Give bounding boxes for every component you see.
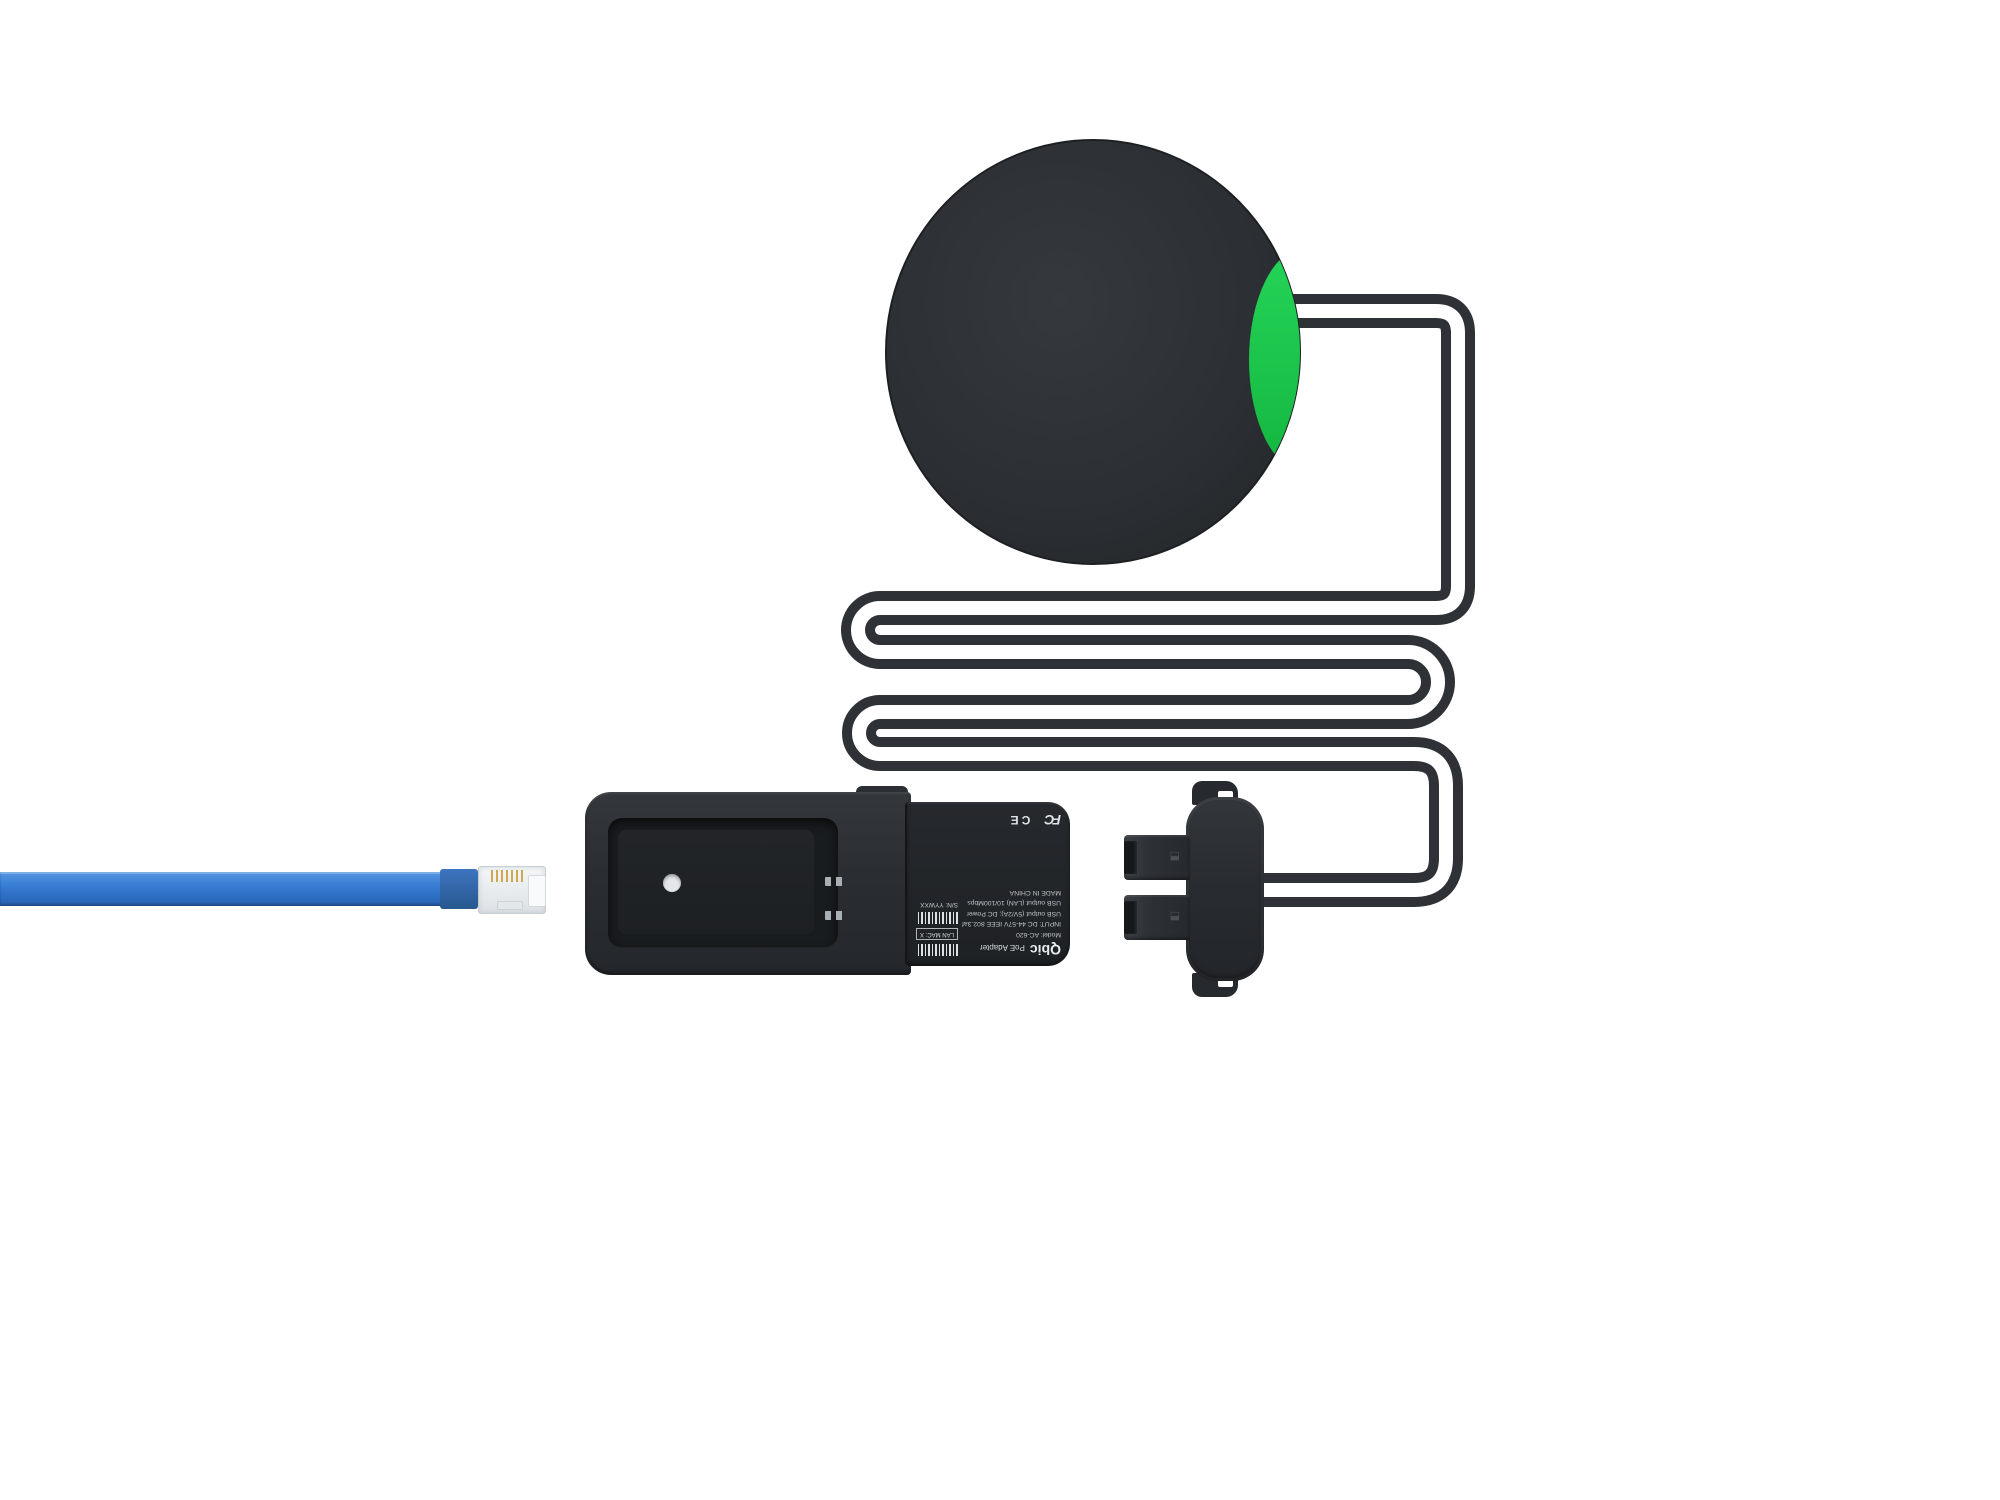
adapter-port-recess xyxy=(608,818,838,948)
usb-plug-top: ⬓ xyxy=(1124,835,1190,880)
ethernet-cable-boot xyxy=(440,869,478,909)
disc-body xyxy=(885,139,1301,565)
wireless-device-disc xyxy=(885,139,1301,565)
label-made-in: MADE IN CHINA xyxy=(1009,888,1061,896)
adapter-screw-hole xyxy=(663,874,681,892)
usb-icon: ⬓ xyxy=(1169,910,1180,922)
rj45-nose xyxy=(528,875,546,907)
serial-number: S/N: YYWXX xyxy=(920,901,958,908)
usb-icon: ⬓ xyxy=(1169,850,1180,862)
rj45-gold-pins xyxy=(491,870,525,882)
adapter-label: Qbic PoE Adapter Model: AC-620 INPUT: DC… xyxy=(916,810,1061,958)
label-input: INPUT: DC 44-57V IEEE 802.3af xyxy=(962,920,1061,928)
usb-plug-opening xyxy=(1124,841,1137,874)
cable-gap xyxy=(851,304,1465,897)
adapter-contact-window-bottom xyxy=(825,911,843,920)
rj45-connector xyxy=(478,866,546,914)
ce-mark-icon: CE xyxy=(1007,813,1031,827)
label-usb-power: USB output (5V/2A); DC Power xyxy=(966,909,1061,917)
barcode xyxy=(916,912,958,924)
poe-adapter-body xyxy=(585,792,911,975)
label-usb-lan: USB output (LAN) 10/100Mbps xyxy=(967,899,1061,907)
barcode xyxy=(916,944,958,956)
adapter-recess-floor xyxy=(618,830,814,934)
adapter-contact-window-top xyxy=(825,877,843,886)
label-model: Model: AC-620 xyxy=(1016,931,1061,938)
green-accent xyxy=(1249,248,1300,472)
usb-plug-opening xyxy=(1124,901,1137,934)
usb-connector-plate xyxy=(1186,797,1264,981)
lan-mac-box: LAN MAC: X xyxy=(916,928,958,940)
product-name: PoE Adapter xyxy=(979,943,1025,952)
rj45-latch xyxy=(497,901,523,910)
usb-plug-bottom: ⬓ xyxy=(1124,895,1190,940)
brand-logo: Qbic xyxy=(1029,942,1061,958)
ethernet-cable xyxy=(0,872,456,906)
fcc-mark-icon: FC xyxy=(1046,812,1061,828)
poe-adapter-label-section: Qbic PoE Adapter Model: AC-620 INPUT: DC… xyxy=(905,802,1070,966)
